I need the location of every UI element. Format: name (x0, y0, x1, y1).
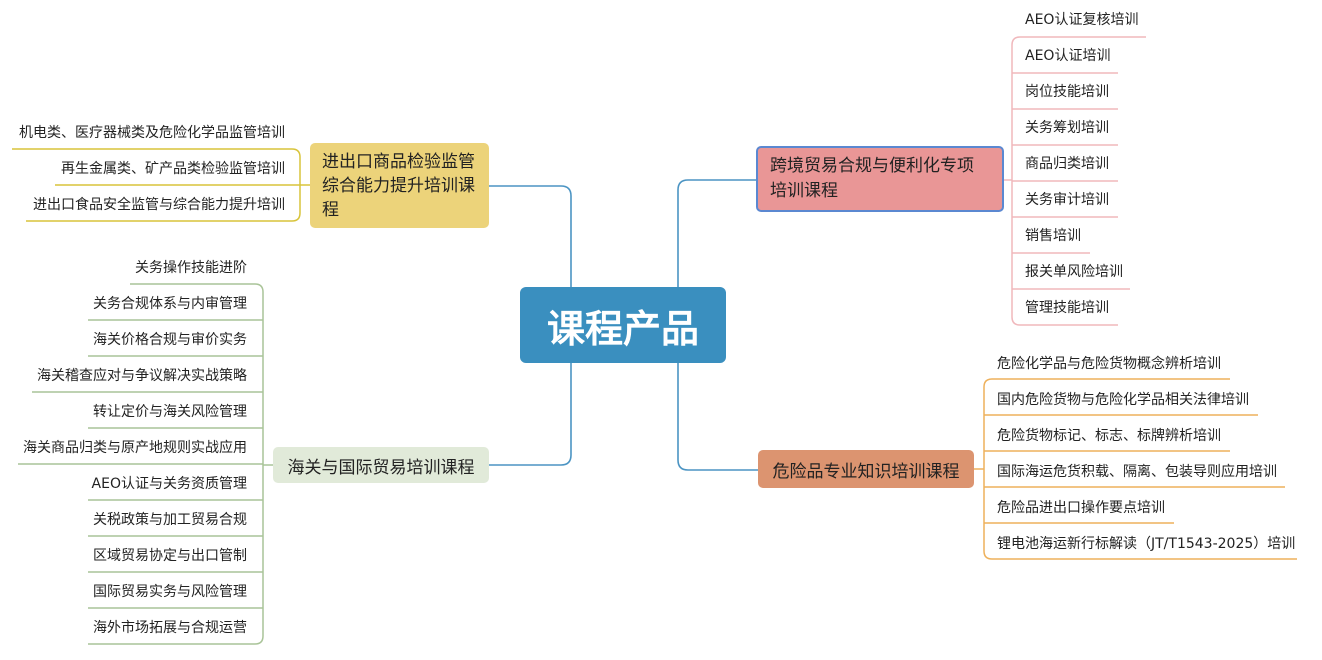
leaf-crossborder-1[interactable]: AEO认证复核培训 (1025, 12, 1139, 28)
branch-customs (489, 363, 572, 466)
leaf-inspection-3[interactable]: 进出口食品安全监管与综合能力提升培训 (33, 197, 285, 213)
leaf-crossborder-5[interactable]: 商品归类培训 (1025, 156, 1109, 172)
leaf-crossborder-9[interactable]: 管理技能培训 (1025, 300, 1109, 316)
leaf-customs-5[interactable]: 转让定价与海关风险管理 (93, 404, 247, 420)
leaf-customs-6[interactable]: 海关商品归类与原产地规则实战应用 (23, 440, 247, 456)
topic-hazard-label: 危险品专业知识培训课程 (772, 461, 960, 482)
leaf-hazard-1[interactable]: 危险化学品与危险货物概念辨析培训 (997, 356, 1221, 372)
topic-customs-trade[interactable]: 海关与国际贸易培训课程 (273, 447, 489, 483)
root-topic-label: 课程产品 (546, 306, 699, 351)
leaf-crossborder-2[interactable]: AEO认证培训 (1025, 48, 1111, 64)
leaf-crossborder-3[interactable]: 岗位技能培训 (1025, 84, 1109, 100)
crossborder-leaf-line-1 (1011, 36, 1146, 46)
leaf-customs-8[interactable]: 关税政策与加工贸易合规 (93, 512, 247, 528)
leaf-customs-11[interactable]: 海外市场拓展与合规运营 (93, 620, 247, 636)
leaf-inspection-2[interactable]: 再生金属类、矿产品类检验监管培训 (61, 161, 285, 177)
leaf-hazard-5[interactable]: 危险品进出口操作要点培训 (997, 500, 1165, 516)
leaf-hazard-4[interactable]: 国际海运危货积载、隔离、包装导则应用培训 (997, 464, 1277, 480)
leaf-crossborder-6[interactable]: 关务审计培训 (1025, 192, 1109, 208)
customs-leaf-line-1 (130, 283, 264, 293)
leaf-customs-9[interactable]: 区域贸易协定与出口管制 (93, 548, 247, 564)
leaf-customs-2[interactable]: 关务合规体系与内审管理 (93, 296, 247, 312)
branch-inspection (489, 185, 572, 287)
root-topic[interactable]: 课程产品 (520, 287, 726, 363)
leaf-customs-1[interactable]: 关务操作技能进阶 (135, 260, 247, 276)
leaf-inspection-1[interactable]: 机电类、医疗器械类及危险化学品监管培训 (19, 125, 285, 141)
branch-crossborder (677, 179, 756, 287)
inspection-leaf-line-3 (26, 212, 301, 222)
customs-leaf-line-11 (88, 635, 264, 645)
leaf-customs-7[interactable]: AEO认证与关务资质管理 (91, 476, 247, 492)
leaf-crossborder-4[interactable]: 关务筹划培训 (1025, 120, 1109, 136)
topic-inspection-supervision[interactable]: 进出口商品检验监管综合能力提升培训课程 (310, 143, 489, 228)
leaf-customs-10[interactable]: 国际贸易实务与风险管理 (93, 584, 247, 600)
topic-crossborder-compliance[interactable]: 跨境贸易合规与便利化专项培训课程 (756, 146, 1004, 212)
branch-hazard (677, 363, 758, 471)
leaf-customs-4[interactable]: 海关稽查应对与争议解决实战策略 (37, 368, 247, 384)
leaf-crossborder-7[interactable]: 销售培训 (1025, 228, 1081, 244)
hazard-leaf-line-1 (983, 378, 1230, 388)
inspection-leaf-line-1 (12, 148, 301, 158)
topic-customs-label: 海关与国际贸易培训课程 (287, 457, 475, 478)
topic-inspection-label: 进出口商品检验监管综合能力提升培训课程 (322, 151, 475, 220)
hazard-leaf-line-6 (983, 550, 1297, 560)
topic-crossborder-label: 跨境贸易合规与便利化专项培训课程 (770, 156, 974, 201)
leaf-hazard-2[interactable]: 国内危险货物与危险化学品相关法律培训 (997, 392, 1249, 408)
topic-hazardous-goods[interactable]: 危险品专业知识培训课程 (758, 450, 974, 488)
leaf-hazard-6[interactable]: 锂电池海运新行标解读（JT/T1543-2025）培训 (997, 536, 1296, 552)
leaf-customs-3[interactable]: 海关价格合规与审价实务 (93, 332, 247, 348)
crossborder-leaf-line-9 (1011, 316, 1118, 326)
leaf-hazard-3[interactable]: 危险货物标记、标志、标牌辨析培训 (997, 428, 1221, 444)
leaf-crossborder-8[interactable]: 报关单风险培训 (1025, 264, 1123, 280)
